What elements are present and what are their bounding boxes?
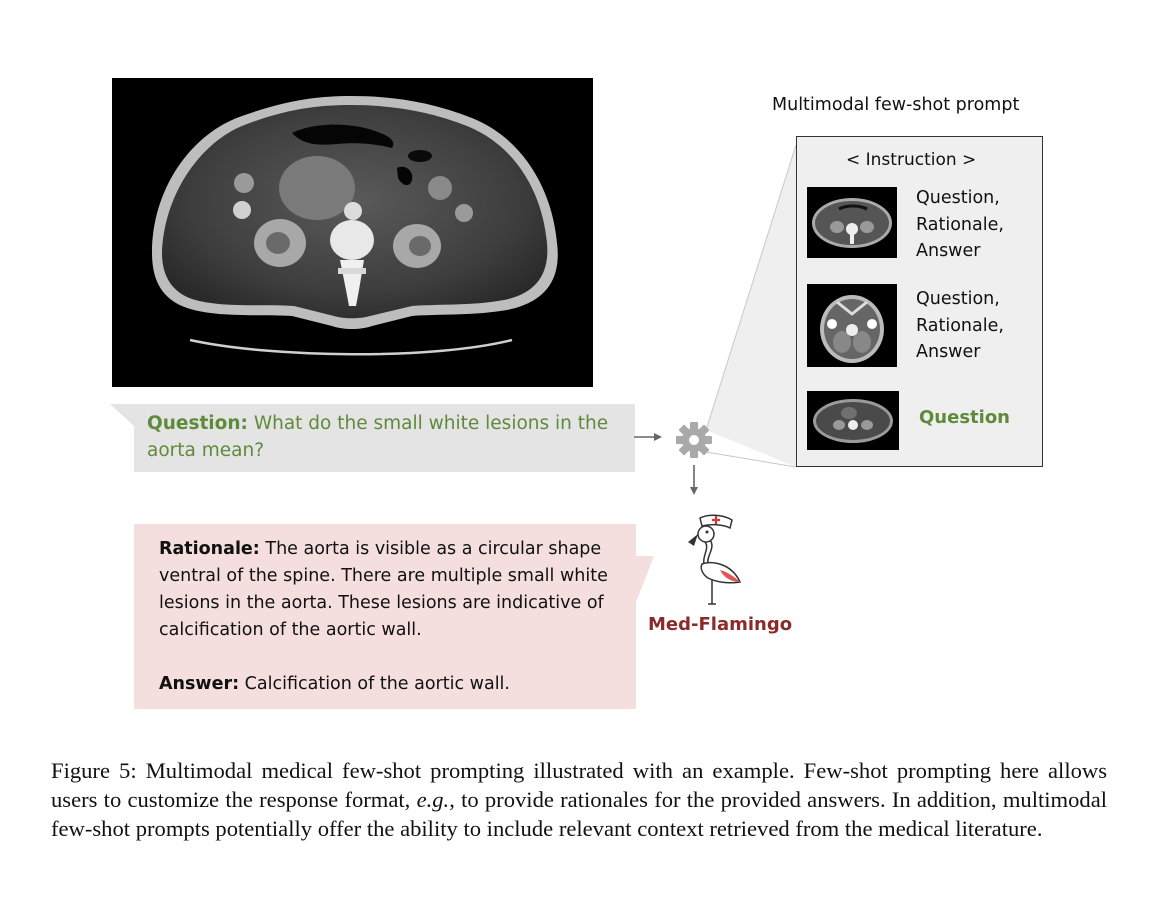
question-label: Question: (147, 413, 248, 434)
example-2-answer: Answer (916, 342, 981, 362)
fewshot-instruction: < Instruction > (846, 150, 977, 170)
answer-content: Calcification of the aortic wall. (244, 674, 510, 694)
example-1-thumbnail (807, 187, 897, 258)
panel-projection (706, 145, 796, 467)
answer-text: Answer: Calcification of the aortic wall… (159, 671, 619, 698)
question-text: Question: What do the small white lesion… (147, 410, 617, 464)
response-bubble (134, 524, 636, 709)
example-1-text: Question, Rationale, Answer (916, 185, 1004, 265)
caption-prefix: Figure 5: Multimodal medical few-shot pr… (51, 758, 1107, 813)
question-bubble-tail (110, 404, 134, 426)
query-thumbnail (807, 391, 899, 450)
rationale-content: The aorta is visible as a circular shape… (159, 539, 608, 640)
question-content: What do the small white lesions in the a… (147, 413, 609, 461)
query-question-label: Question (919, 407, 1010, 428)
gear-icon (676, 422, 712, 458)
response-bubble-tail (636, 556, 654, 602)
example-2-thumbnail (807, 284, 897, 367)
answer-label: Answer: (159, 674, 240, 694)
example-1-question: Question, (916, 188, 1000, 208)
fewshot-title: Multimodal few-shot prompt (772, 95, 1020, 115)
ct-scan-image (112, 78, 593, 387)
arrow-right-icon (634, 433, 662, 441)
figure-caption: Figure 5: Multimodal medical few-shot pr… (51, 756, 1107, 844)
example-2-question: Question, (916, 289, 1000, 309)
rationale-text: Rationale: The aorta is visible as a cir… (159, 536, 609, 644)
caption-suffix: , to provide rationales for the provided… (51, 787, 1107, 842)
example-1-rationale: Rationale, (916, 214, 1004, 235)
model-name: Med-Flamingo (648, 614, 793, 635)
flamingo-nurse-icon (672, 512, 742, 612)
caption-eg: e.g. (416, 787, 450, 813)
example-2-text: Question, Rationale, Answer (916, 286, 1004, 366)
rationale-label: Rationale: (159, 539, 260, 559)
arrow-down-icon (690, 465, 698, 495)
example-2-rationale: Rationale, (916, 315, 1004, 336)
question-bubble (134, 404, 635, 472)
example-1-answer: Answer (916, 241, 981, 261)
